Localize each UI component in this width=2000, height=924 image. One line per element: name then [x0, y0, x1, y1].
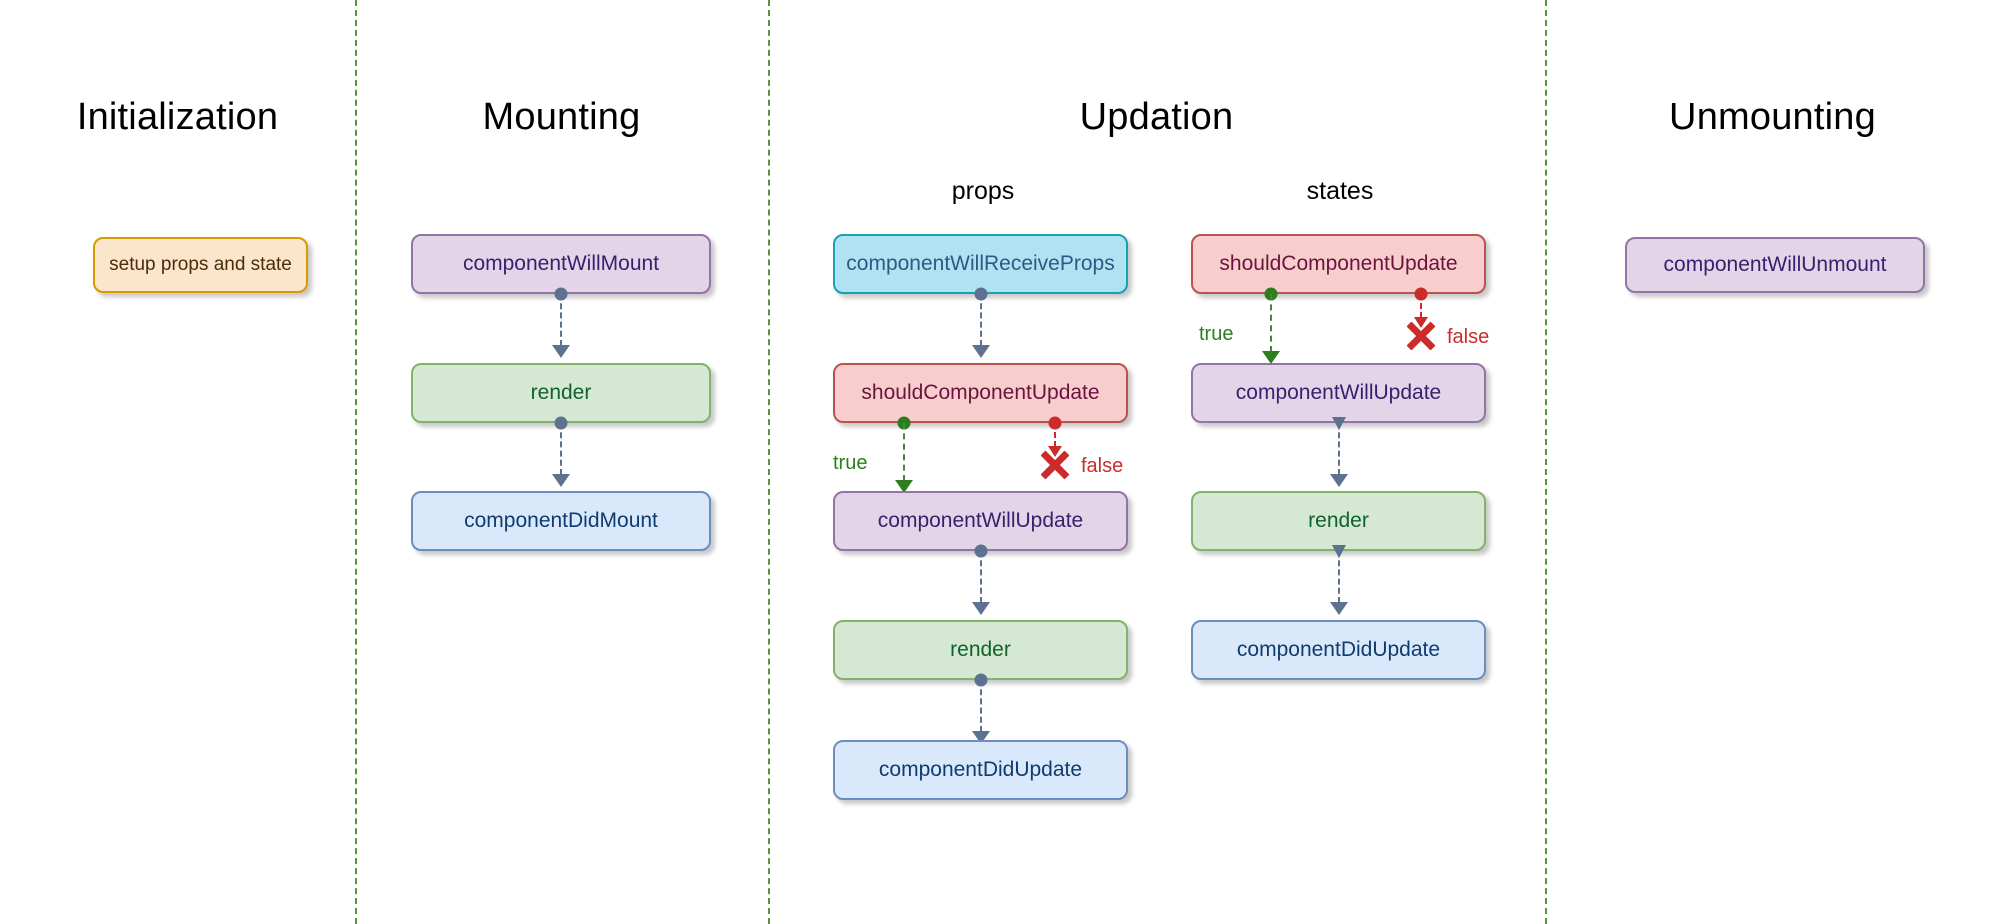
- column-divider-1: [355, 0, 357, 924]
- connector-states-false-branch: [1413, 287, 1429, 334]
- branch-label-props-true: true: [833, 452, 868, 474]
- section-title-unmounting: Unmounting: [1669, 96, 1876, 138]
- connector-props-render-to-did-update: [972, 673, 990, 744]
- connector-receive-props-to-should-update: [972, 287, 990, 358]
- column-divider-2: [768, 0, 770, 924]
- blocked-x-icon-props: [1038, 448, 1072, 482]
- node-component-will-receive-props[interactable]: componentWillReceiveProps: [833, 234, 1128, 294]
- branch-label-states-true: true: [1199, 323, 1234, 345]
- section-title-updation: Updation: [1079, 96, 1234, 138]
- node-component-will-mount[interactable]: componentWillMount: [411, 234, 711, 294]
- section-title-initialization: Initialization: [76, 96, 279, 138]
- node-states-component-will-update[interactable]: componentWillUpdate: [1191, 363, 1486, 423]
- column-divider-3: [1545, 0, 1547, 924]
- connector-props-will-update-to-render: [972, 544, 990, 615]
- subsection-title-states: states: [1306, 177, 1374, 205]
- node-states-component-did-update[interactable]: componentDidUpdate: [1191, 620, 1486, 680]
- node-setup-props-and-state[interactable]: setup props and state: [93, 237, 308, 293]
- connector-states-render-to-did-update: [1330, 545, 1348, 615]
- node-props-render[interactable]: render: [833, 620, 1128, 680]
- connector-props-false-branch: [1047, 416, 1063, 463]
- node-props-component-did-update[interactable]: componentDidUpdate: [833, 740, 1128, 800]
- blocked-x-icon-states: [1404, 319, 1438, 353]
- node-states-render[interactable]: render: [1191, 491, 1486, 551]
- node-component-did-mount[interactable]: componentDidMount: [411, 491, 711, 551]
- node-component-will-unmount[interactable]: componentWillUnmount: [1625, 237, 1925, 293]
- node-props-should-component-update[interactable]: shouldComponentUpdate: [833, 363, 1128, 423]
- node-props-component-will-update[interactable]: componentWillUpdate: [833, 491, 1128, 551]
- connector-states-will-update-to-render: [1330, 417, 1348, 487]
- section-title-mounting: Mounting: [482, 96, 641, 138]
- subsection-title-props: props: [951, 177, 1015, 205]
- connector-props-true-branch: [895, 416, 913, 493]
- node-states-should-component-update[interactable]: shouldComponentUpdate: [1191, 234, 1486, 294]
- node-mount-render[interactable]: render: [411, 363, 711, 423]
- connector-render-to-did-mount: [552, 416, 570, 487]
- connector-will-mount-to-render: [552, 287, 570, 358]
- branch-label-states-false: false: [1447, 326, 1490, 348]
- branch-label-props-false: false: [1081, 455, 1124, 477]
- connector-states-true-branch: [1262, 287, 1280, 364]
